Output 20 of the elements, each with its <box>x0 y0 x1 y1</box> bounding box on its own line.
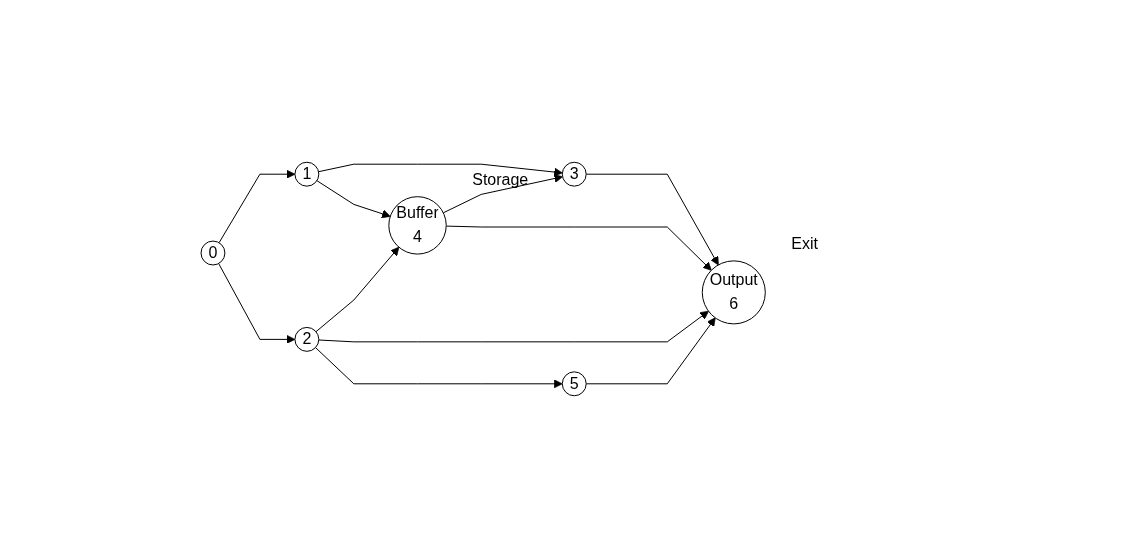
node-circle: 3 <box>561 161 587 187</box>
node-circle: 2 <box>294 326 320 352</box>
arrow <box>218 262 296 344</box>
node-label: Storage <box>472 170 529 188</box>
arrow <box>315 246 400 332</box>
arrow <box>585 316 716 384</box>
node-circle: Buffer 4 <box>388 195 447 255</box>
arrow <box>315 346 563 388</box>
node-label: Exit <box>791 234 818 252</box>
arrow <box>318 163 563 176</box>
node-circle: 5 <box>561 370 587 396</box>
arrow <box>445 225 712 271</box>
node-circle: 1 <box>294 161 320 187</box>
arrow <box>585 173 719 265</box>
node-circle: 0 <box>200 240 226 265</box>
arrow <box>442 173 563 213</box>
arrow <box>316 179 391 218</box>
arrow <box>318 310 709 342</box>
arrow <box>218 169 296 243</box>
node-circle: Output 6 <box>701 259 766 324</box>
